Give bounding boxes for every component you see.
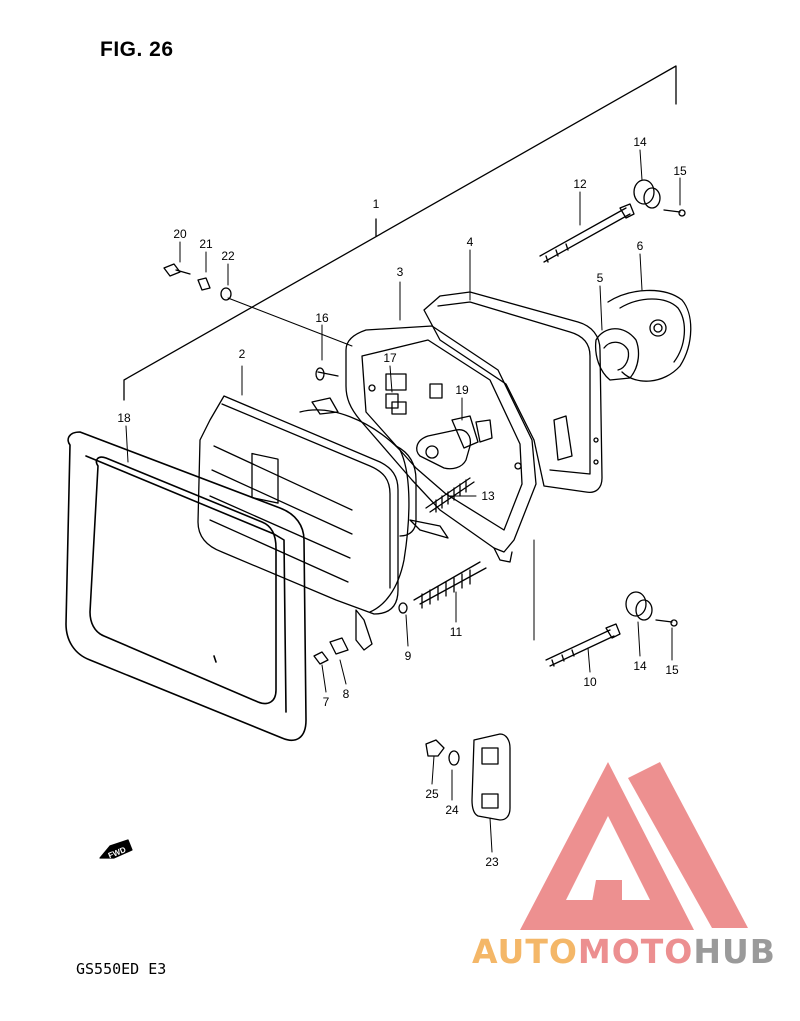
brand-part-auto: AUTO: [472, 932, 578, 971]
callout-19: 19: [455, 383, 469, 397]
callout-2: 2: [239, 347, 246, 361]
callout-4: 4: [467, 235, 474, 249]
callout-20: 20: [173, 227, 187, 241]
nut-8: [329, 637, 349, 655]
clip-17: [385, 393, 399, 409]
sealed-beam-unit: [197, 395, 449, 651]
callout-5: 5: [597, 271, 604, 285]
callout-14-top: 14: [633, 135, 647, 149]
watermark-brand: AUTOMOTOHUB: [472, 932, 776, 971]
screw-16: [315, 367, 339, 381]
callout-3: 3: [397, 265, 404, 279]
figure-title: FIG. 26: [100, 38, 174, 61]
bulb: [416, 415, 493, 470]
headlight-rim: [65, 431, 307, 742]
callout-8: 8: [343, 687, 350, 701]
fwd-arrow-icon: [99, 839, 133, 859]
callout-18: 18: [117, 411, 131, 425]
screw-15-top: [663, 209, 686, 217]
brand-part-moto: MOTO: [577, 932, 694, 971]
callout-12: 12: [573, 177, 587, 191]
callout-23: 23: [485, 855, 499, 869]
spring-13: [425, 477, 475, 513]
assembly-bracket-1: [123, 65, 677, 401]
nut-7: [313, 651, 329, 665]
washer-9: [398, 602, 408, 614]
cup-6: [607, 289, 692, 382]
callout-25: 25: [425, 787, 439, 801]
callout-6: 6: [637, 239, 644, 253]
nut-25: [425, 739, 445, 757]
callout-15-bottom: 15: [665, 663, 679, 677]
model-code: GS550ED E3: [76, 960, 167, 978]
callout-21: 21: [199, 237, 213, 251]
bracket-5: [594, 328, 640, 381]
callout-14-bottom: 14: [633, 659, 647, 673]
callout-7: 7: [323, 695, 330, 709]
automotohub-logo-icon: [520, 762, 748, 930]
callout-15-top: 15: [673, 164, 687, 178]
reflector-23: [471, 733, 511, 821]
screw-15-bottom: [655, 619, 678, 627]
callout-1: 1: [373, 197, 380, 211]
adjust-screw-10: [545, 623, 621, 667]
callout-13: 13: [481, 489, 495, 503]
callout-9: 9: [405, 649, 412, 663]
adjust-screw-12: [539, 203, 635, 263]
callout-16: 16: [315, 311, 329, 325]
washer-22: [220, 287, 232, 301]
adjust-nut-14-bottom: [625, 591, 653, 621]
bolt-20: [163, 263, 191, 277]
washer-21: [197, 277, 211, 291]
callout-22: 22: [221, 249, 235, 263]
brand-part-hub: HUB: [693, 932, 776, 971]
washer-24: [448, 750, 460, 766]
callout-11: 11: [450, 625, 463, 639]
housing-frame: [423, 291, 603, 494]
leader-lines: [125, 149, 681, 853]
callout-17: 17: [383, 351, 397, 365]
spring-11: [413, 561, 487, 609]
adjust-nut-14-top: [633, 179, 661, 209]
callout-24: 24: [445, 803, 459, 817]
callout-10: 10: [583, 675, 597, 689]
